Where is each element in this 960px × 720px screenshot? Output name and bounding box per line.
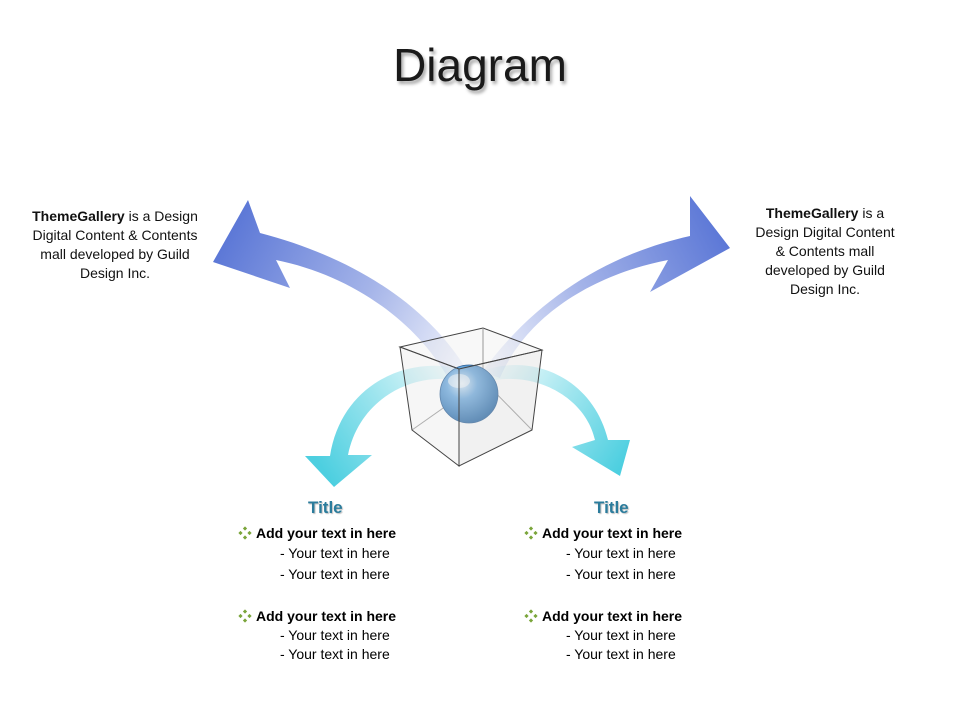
diamond-bullet-icon [524, 608, 538, 623]
left-text-column: Title Add your text in here - Your text … [238, 498, 478, 664]
lower-left-arrow [305, 365, 470, 487]
right-side-text: ThemeGallery is a Design Digital Content… [750, 204, 900, 299]
left-group-2-heading: Add your text in here [238, 605, 478, 626]
left-side-text: ThemeGallery is a Design Digital Content… [26, 207, 204, 283]
sub-item: - Your text in here [280, 646, 390, 662]
right-group-1-heading: Add your text in here [524, 522, 764, 543]
diamond-bullet-icon [238, 525, 252, 540]
lower-right-arrow [480, 365, 630, 476]
bullet-heading-text: Add your text in here [542, 607, 683, 624]
diamond-bullet-icon [524, 525, 538, 540]
left-group-1-heading: Add your text in here [238, 522, 478, 543]
right-brand-name: ThemeGallery [765, 205, 859, 221]
right-text-column: Title Add your text in here - Your text … [524, 498, 764, 664]
diamond-bullet-icon [238, 608, 252, 623]
sub-item: - Your text in here [566, 646, 676, 662]
slide-title: Diagram [393, 39, 567, 91]
sub-item: - Your text in here [280, 566, 390, 582]
left-description: is a Design Digital Content & Contents m… [32, 208, 198, 281]
left-brand-name: ThemeGallery [32, 208, 125, 224]
bullet-heading-text: Add your text in here [256, 524, 397, 541]
sub-item: - Your text in here [280, 627, 390, 643]
right-column-title: Title [594, 498, 629, 517]
right-description: is a Design Digital Content & Contents m… [755, 205, 895, 297]
bullet-heading-text: Add your text in here [256, 607, 397, 624]
upper-left-arrow [213, 200, 468, 378]
sub-item: - Your text in here [566, 566, 676, 582]
sub-item: - Your text in here [280, 545, 390, 561]
right-group-2-heading: Add your text in here [524, 605, 764, 626]
sub-item: - Your text in here [566, 627, 676, 643]
upper-right-arrow [482, 196, 730, 378]
bullet-heading-text: Add your text in here [542, 524, 683, 541]
left-column-title: Title [308, 498, 343, 517]
sub-item: - Your text in here [566, 545, 676, 561]
